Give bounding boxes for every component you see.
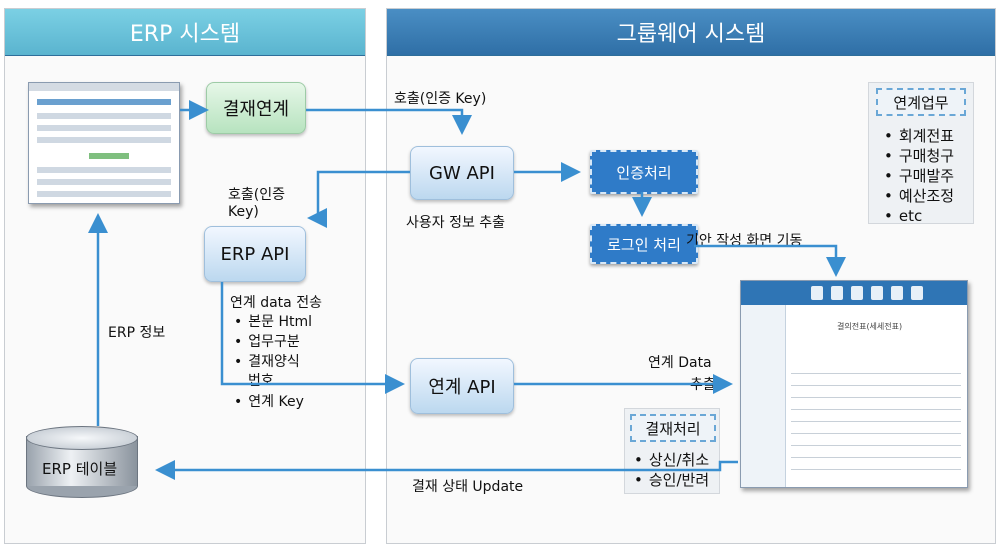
erp-table-label: ERP 테이블 xyxy=(42,460,118,478)
erp-panel-title: ERP 시스템 xyxy=(5,9,365,56)
doc-line xyxy=(791,397,961,398)
erp-screen-thumbnail xyxy=(28,82,180,204)
doc-toolbar-icon xyxy=(891,286,903,300)
link-work-item: 구매청구 xyxy=(884,146,954,166)
doc-line xyxy=(791,457,961,458)
doc-line xyxy=(791,373,961,374)
erp-info-label: ERP 정보 xyxy=(108,325,166,341)
approval-proc-title: 결재처리 xyxy=(630,414,716,442)
doc-toolbar-icon xyxy=(851,286,863,300)
user-info-label: 사용자 정보 추출 xyxy=(406,215,506,231)
link-data-label-1: 연계 Data xyxy=(648,355,712,371)
login-node: 로그인 처리 xyxy=(590,224,698,264)
thumb-row xyxy=(37,179,171,185)
transfer-item-list-2: 연계 Key xyxy=(234,392,304,412)
doc-toolbar-icon xyxy=(831,286,843,300)
doc-sidebar xyxy=(741,305,786,487)
call-key-top-label: 호출(인증 Key) xyxy=(394,91,487,107)
data-transfer-label: 연계 data 전송 xyxy=(230,295,322,311)
call-key-left-line1: 호출(인증 xyxy=(228,187,285,203)
doc-title: 결의전표(세세전표) xyxy=(837,322,903,331)
link-work-item: 예산조정 xyxy=(884,186,954,206)
doc-line xyxy=(791,445,961,446)
doc-line xyxy=(791,385,961,386)
thumb-titlebar xyxy=(29,83,179,91)
status-update-label: 결재 상태 Update xyxy=(412,479,524,495)
erp-api-node: ERP API xyxy=(204,226,306,282)
groupware-doc-preview: 결의전표(세세전표) xyxy=(740,280,968,488)
approval-proc-list: 상신/취소 승인/반려 xyxy=(634,450,709,490)
gw-panel-title: 그룹웨어 시스템 xyxy=(387,9,995,56)
transfer-item: 결재양식 xyxy=(234,352,312,372)
doc-line xyxy=(791,469,961,470)
doc-toolbar-icon xyxy=(911,286,923,300)
thumb-row xyxy=(37,99,171,105)
link-work-list: 회계전표 구매청구 구매발주 예산조정 etc xyxy=(884,126,954,226)
auth-node: 인증처리 xyxy=(590,150,698,194)
thumb-row xyxy=(89,153,129,159)
transfer-item: 본문 Html xyxy=(234,312,312,332)
arrow-doc-to-erptable xyxy=(155,460,738,480)
thumb-row xyxy=(37,137,171,143)
thumb-row xyxy=(37,113,171,119)
transfer-item: 연계 Key xyxy=(234,392,304,412)
doc-line xyxy=(791,421,961,422)
thumb-row xyxy=(37,125,171,131)
arrow-login-to-doc xyxy=(694,244,846,277)
doc-toolbar-icon xyxy=(871,286,883,300)
doc-toolbar-icon xyxy=(811,286,823,300)
gw-api-node: GW API xyxy=(410,146,514,200)
transfer-item-list: 본문 Html 업무구분 결재양식 xyxy=(234,312,312,372)
link-api-node: 연계 API xyxy=(410,358,514,414)
doc-line xyxy=(791,409,961,410)
erp-table-cylinder-top xyxy=(26,426,138,450)
approval-link-node: 결재연계 xyxy=(206,82,306,134)
link-work-item: etc xyxy=(884,206,954,226)
approval-proc-item: 승인/반려 xyxy=(634,470,709,490)
arrow-approval-to-gwapi xyxy=(306,108,472,135)
link-work-item: 회계전표 xyxy=(884,126,954,146)
transfer-item: 업무구분 xyxy=(234,332,312,352)
link-work-title: 연계업무 xyxy=(876,88,966,116)
arrow-gwapi-to-erpapi xyxy=(307,170,410,228)
link-work-item: 구매발주 xyxy=(884,166,954,186)
thumb-row xyxy=(37,191,171,197)
approval-proc-item: 상신/취소 xyxy=(634,450,709,470)
call-key-left-line2: Key) xyxy=(228,204,259,220)
doc-line xyxy=(791,433,961,434)
arrow-erpapi-to-linkapi xyxy=(220,282,405,394)
thumb-row xyxy=(37,167,171,173)
